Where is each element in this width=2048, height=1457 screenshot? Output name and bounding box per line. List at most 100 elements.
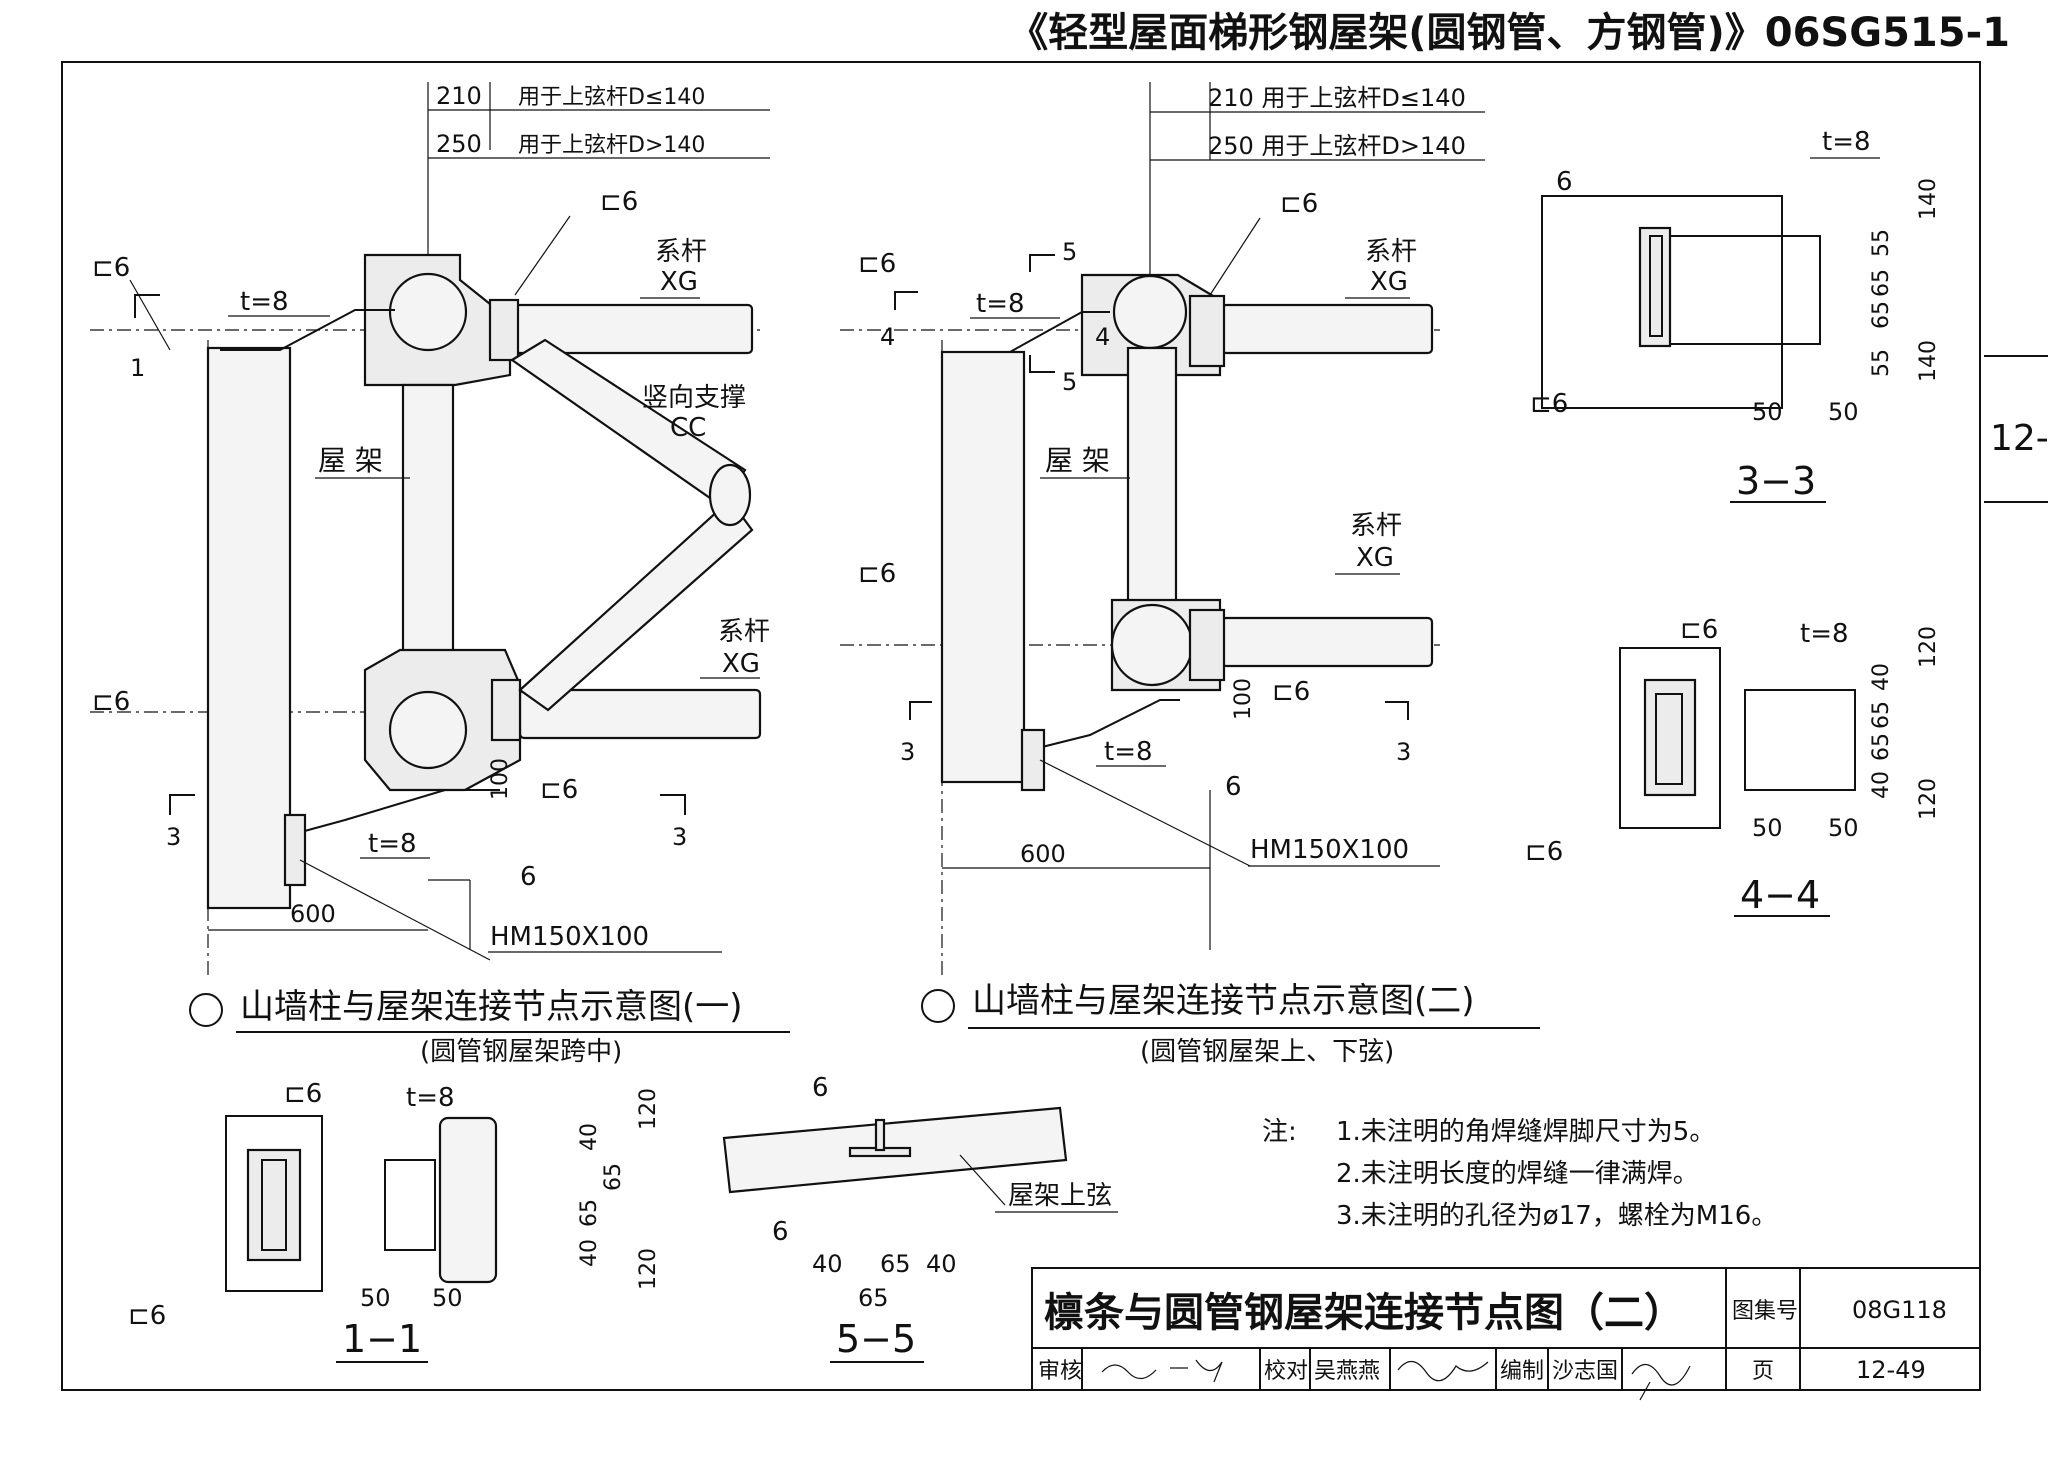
label-hm-fig1: HM150X100 [490, 922, 649, 952]
section-mark-5a-fig2: 5 [1062, 238, 1077, 266]
page-value: 12-49 [1856, 1356, 1926, 1384]
figure-1-subtitle: (圆管钢屋架跨中) [420, 1037, 622, 1067]
weld-c6-top-s44: ⊏6 [1680, 615, 1718, 645]
section-mark-1-fig1: 1 [130, 354, 145, 382]
plate-t8-lower-fig2: t=8 [1104, 737, 1153, 767]
dim-65a-s11: 65 [601, 1163, 626, 1191]
weld-c6-c-fig2: ⊏6 [858, 559, 896, 589]
dim-55b-s33: 55 [1869, 349, 1894, 377]
section-mark-5b-fig2: 5 [1062, 368, 1077, 396]
label-hm-fig2: HM150X100 [1250, 835, 1409, 865]
dim-600-fig1: 600 [290, 900, 336, 928]
plate-t8-upper-fig2: t=8 [976, 289, 1025, 319]
dim-120a-s11: 120 [636, 1088, 661, 1130]
weld-c6-d-fig1: ⊏6 [540, 775, 578, 805]
dim-50a-s33: 50 [1752, 398, 1783, 426]
drawing-title: 檩条与圆管钢屋架连接节点图（二） [1044, 1290, 1684, 1336]
section-4-4: ⊏6 t=8 ⊏6 40 65 65 40 120 120 50 50 4−4 [1525, 615, 1941, 917]
weld-c6-bottom-s11: ⊏6 [128, 1301, 166, 1331]
dim-210-fig1: 210 [436, 82, 482, 110]
section-5-5: 6 6 屋架上弦 40 65 40 65 5−5 [722, 1073, 1118, 1363]
weld-c6-a-fig1: ⊏6 [92, 253, 130, 283]
weld-6-fig2: 6 [1225, 772, 1242, 802]
lower-chord-pipe-fig1 [388, 690, 468, 770]
section-mark-3b-fig2: 3 [1396, 738, 1411, 766]
plate-t8-s11: t=8 [406, 1083, 455, 1113]
page-label: 页 [1752, 1359, 1774, 1384]
truss-web-fig2 [1126, 346, 1178, 610]
dim-100-fig1: 100 [488, 758, 513, 800]
label-truss-fig2: 屋 架 [1045, 444, 1110, 477]
lower-chord-pipe-fig2 [1110, 603, 1194, 687]
check-name: 吴燕燕 [1314, 1359, 1380, 1384]
upper-chord-pipe-fig2 [1112, 274, 1188, 350]
section-mark-3a-fig2: 3 [900, 738, 915, 766]
side-tab-label: 12- [1990, 418, 2048, 459]
section-mark-4b-fig2: 4 [1095, 323, 1110, 351]
dim-40b-s55: 40 [926, 1250, 957, 1278]
chord-pipe-s11 [438, 1116, 498, 1284]
weld-c6-s33: ⊏6 [1530, 389, 1568, 419]
dim-600-fig2: 600 [1020, 840, 1066, 868]
dim-40b-s11: 40 [577, 1239, 602, 1267]
title-block: 檩条与圆管钢屋架连接节点图（二） 图集号 08G118 审核 校对 吴燕燕 编制… [1031, 1267, 1981, 1401]
dim-120b-s44: 120 [1916, 778, 1941, 820]
weld-c6-b-fig2: ⊏6 [1280, 189, 1318, 219]
label-tie-upper-fig2: 系杆 [1365, 237, 1417, 267]
label-xg-upper-fig2: XG [1370, 267, 1408, 297]
plate-t8-upper-fig1: t=8 [240, 287, 289, 317]
label-tie-lower-fig1: 系杆 [718, 617, 770, 647]
dim-65b-s33: 65 [1869, 301, 1894, 329]
figure-2-node-diagram: 210 用于上弦杆D≤140 250 用于上弦杆D>140 t=8 ⊏6 ⊏6 … [840, 82, 1540, 1067]
label-xg-lower-fig2: XG [1356, 543, 1394, 573]
section-4-4-title: 4−4 [1740, 873, 1820, 917]
dim-50a-s44: 50 [1752, 814, 1783, 842]
review-label: 审核 [1038, 1359, 1082, 1384]
header-title: 《轻型屋面梯形钢屋架(圆钢管、方钢管)》06SG515-1 [1008, 10, 2010, 56]
section-mark-3b-fig1: 3 [672, 823, 687, 851]
label-xg-lower-fig1: XG [722, 649, 760, 679]
section-mark-4a-fig2: 4 [880, 323, 895, 351]
label-brace-fig1: 竖向支撑 [642, 383, 746, 413]
dim-140b-s33: 140 [1916, 340, 1941, 382]
weld-c6-top-s11: ⊏6 [284, 1079, 322, 1109]
dim-50b-s11: 50 [432, 1284, 463, 1312]
dim-50a-s11: 50 [360, 1284, 391, 1312]
atlas-label: 图集号 [1732, 1299, 1798, 1324]
figure-2-subtitle: (圆管钢屋架上、下弦) [1140, 1037, 1394, 1067]
dim-40b-s44: 40 [1869, 771, 1894, 799]
label-cc-fig1: CC [670, 413, 706, 443]
label-top-chord-s55: 屋架上弦 [1008, 1181, 1112, 1211]
section-5-5-title: 5−5 [836, 1317, 916, 1361]
dim-100-fig2: 100 [1231, 678, 1256, 720]
dim-65b-s55: 65 [858, 1284, 889, 1312]
tie-bar-lower-fig2 [1220, 616, 1434, 668]
atlas-value: 08G118 [1852, 1296, 1947, 1324]
check-label: 校对 [1264, 1359, 1308, 1384]
label-xg-upper-fig1: XG [660, 267, 698, 297]
dim-50b-s44: 50 [1828, 814, 1859, 842]
plate-t8-s44: t=8 [1800, 619, 1849, 649]
edit-name: 沙志国 [1552, 1359, 1618, 1384]
figure-2-title: 山墙柱与屋架连接节点示意图(二) [972, 981, 1475, 1021]
label-tie-upper-fig1: 系杆 [655, 237, 707, 267]
section-1-1: ⊏6 t=8 ⊏6 40 65 65 40 120 120 50 50 1−1 [128, 1079, 661, 1363]
note-2: 2.未注明长度的焊缝一律满焊。 [1336, 1159, 1699, 1189]
weld-c6-d-fig2: ⊏6 [1272, 677, 1310, 707]
gable-column-fig1 [206, 346, 292, 910]
dim-250-note-fig1: 用于上弦杆D>140 [518, 133, 705, 158]
edit-label: 编制 [1500, 1359, 1544, 1384]
edit-signature [1631, 1363, 1691, 1401]
label-truss-fig1: 屋 架 [318, 444, 383, 477]
weld-c6-bottom-s44: ⊏6 [1525, 837, 1563, 867]
plate-t8-lower-fig1: t=8 [368, 829, 417, 859]
weld-6-bottom-s55: 6 [772, 1217, 789, 1247]
section-3-3-title: 3−3 [1736, 459, 1816, 503]
section-3-3: 6 t=8 ⊏6 55 65 65 55 140 140 50 50 3−3 [1530, 127, 1941, 503]
dim-40a-s44: 40 [1869, 663, 1894, 691]
weld-6-fig1: 6 [520, 862, 537, 892]
brace-cc-lower-fig1 [518, 498, 754, 712]
label-tie-lower-fig2: 系杆 [1350, 511, 1402, 541]
brace-cc-upper-fig1 [509, 338, 747, 507]
weld-c6-a-fig2: ⊏6 [858, 249, 896, 279]
